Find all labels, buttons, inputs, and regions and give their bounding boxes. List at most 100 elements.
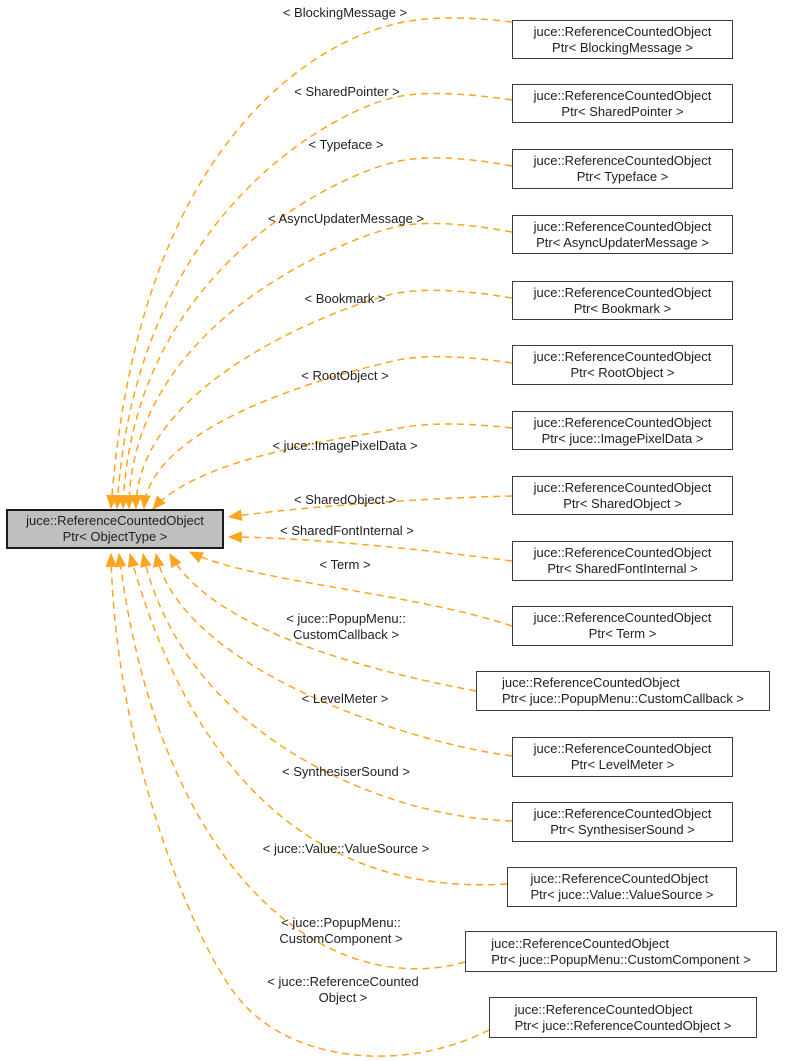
base-node-label: juce::ReferenceCountedObject Ptr< Object… (26, 513, 204, 545)
instance-node-line1: juce::ReferenceCountedObject (533, 610, 712, 625)
instance-node-line1: juce::ReferenceCountedObject (533, 87, 712, 103)
edge-label-line: < juce::ImagePixelData > (272, 438, 418, 453)
instance-node-line2: Ptr< Term > (588, 626, 657, 641)
inheritance-edge (106, 17, 513, 510)
inheritance-edge (227, 495, 513, 521)
instance-node-line2: Ptr< AsyncUpdaterMessage > (536, 234, 709, 250)
edge-label-line: < RootObject > (301, 368, 389, 383)
instance-node-line1: juce::ReferenceCountedObject (491, 935, 670, 951)
edge-label-line: < SharedPointer > (294, 84, 400, 99)
edge-label-line: < SharedFontInternal > (280, 523, 414, 538)
instance-node-line1: juce::ReferenceCountedObject (533, 284, 712, 300)
inheritance-edge (111, 92, 513, 510)
inheritance-edge (188, 551, 513, 627)
instance-node-line1: juce::ReferenceCountedObject (533, 479, 712, 495)
edge-label: < SynthesiserSound > (282, 764, 410, 780)
edge-label-line: < BlockingMessage > (282, 5, 408, 20)
edge-label: < BlockingMessage > (283, 5, 407, 21)
inheritance-edge (139, 355, 513, 510)
inheritance-edge (123, 222, 513, 510)
instance-node-line2: Ptr< RootObject > (570, 365, 675, 380)
edge-label: < juce::ImagePixelData > (272, 438, 417, 454)
edge-label-line: < Term > (319, 557, 371, 572)
inheritance-edge (127, 552, 508, 886)
instance-node-line1: juce::ReferenceCountedObject (530, 871, 709, 886)
edge-label-line: CustomCallback > (293, 627, 399, 642)
instance-node-line1: juce::ReferenceCountedObject (533, 545, 712, 560)
edge-label: < AsyncUpdaterMessage > (268, 211, 424, 227)
instance-node-line1: juce::ReferenceCountedObject (533, 349, 712, 364)
instance-node-line2: Ptr< BlockingMessage > (552, 39, 693, 55)
edge-label-line: Object > (318, 990, 368, 1005)
instance-node-line2: Ptr< LevelMeter > (570, 757, 675, 772)
inheritance-edge (105, 552, 490, 1057)
edge-label-line: < Bookmark > (304, 291, 386, 306)
instance-node-line1: juce::ReferenceCountedObject (533, 741, 712, 756)
edge-label: < LevelMeter > (302, 691, 389, 707)
edge-label: < RootObject > (301, 368, 388, 384)
instance-node-line2: Ptr< juce::Value::ValueSource > (530, 887, 714, 902)
edge-label: < Bookmark > (305, 291, 386, 307)
edge-label: < SharedPointer > (294, 84, 400, 100)
edge-label: < juce::PopupMenu::CustomComponent > (279, 915, 402, 947)
edge-label-line: < AsyncUpdaterMessage > (267, 211, 425, 226)
inheritance-edge (169, 552, 477, 692)
base-node-line2: Ptr< ObjectType > (62, 529, 168, 544)
edge-label-line: < Typeface > (308, 137, 384, 152)
instance-node-line2: Ptr< juce::PopupMenu::CustomCallback > (501, 691, 745, 706)
instance-node-line2: Ptr< Bookmark > (573, 300, 672, 316)
edge-label: < SharedFontInternal > (280, 523, 414, 539)
inheritance-edge (130, 289, 513, 510)
edge-label-line: < SharedObject > (294, 492, 396, 507)
edge-label-line: < juce::Value::ValueSource > (262, 841, 430, 856)
edge-label-line: < juce::ReferenceCounted (267, 974, 419, 989)
edge-label-line: CustomComponent > (279, 931, 403, 946)
instance-node-line2: Ptr< SynthesiserSound > (550, 822, 695, 837)
edge-label: < Typeface > (309, 137, 384, 153)
inheritance-edge (114, 552, 466, 970)
instance-node-line2: Ptr< juce::ImagePixelData > (541, 430, 704, 446)
inheritance-edge (117, 157, 513, 510)
instance-node-line2: Ptr< juce::PopupMenu::CustomComponent > (491, 951, 751, 967)
instance-node-line2: Ptr< juce::ReferenceCountedObject > (514, 1017, 732, 1033)
edge-label-line: < SynthesiserSound > (282, 764, 410, 779)
instance-node-line2: Ptr< SharedFontInternal > (547, 561, 698, 576)
instance-node-line1: juce::ReferenceCountedObject (533, 806, 712, 821)
edge-label-line: < juce::PopupMenu:: (281, 915, 401, 930)
edge-label: < juce::PopupMenu::CustomCallback > (286, 611, 406, 643)
edge-label-line: < juce::PopupMenu:: (286, 611, 406, 626)
instance-node-line2: Ptr< SharedObject > (563, 495, 682, 511)
